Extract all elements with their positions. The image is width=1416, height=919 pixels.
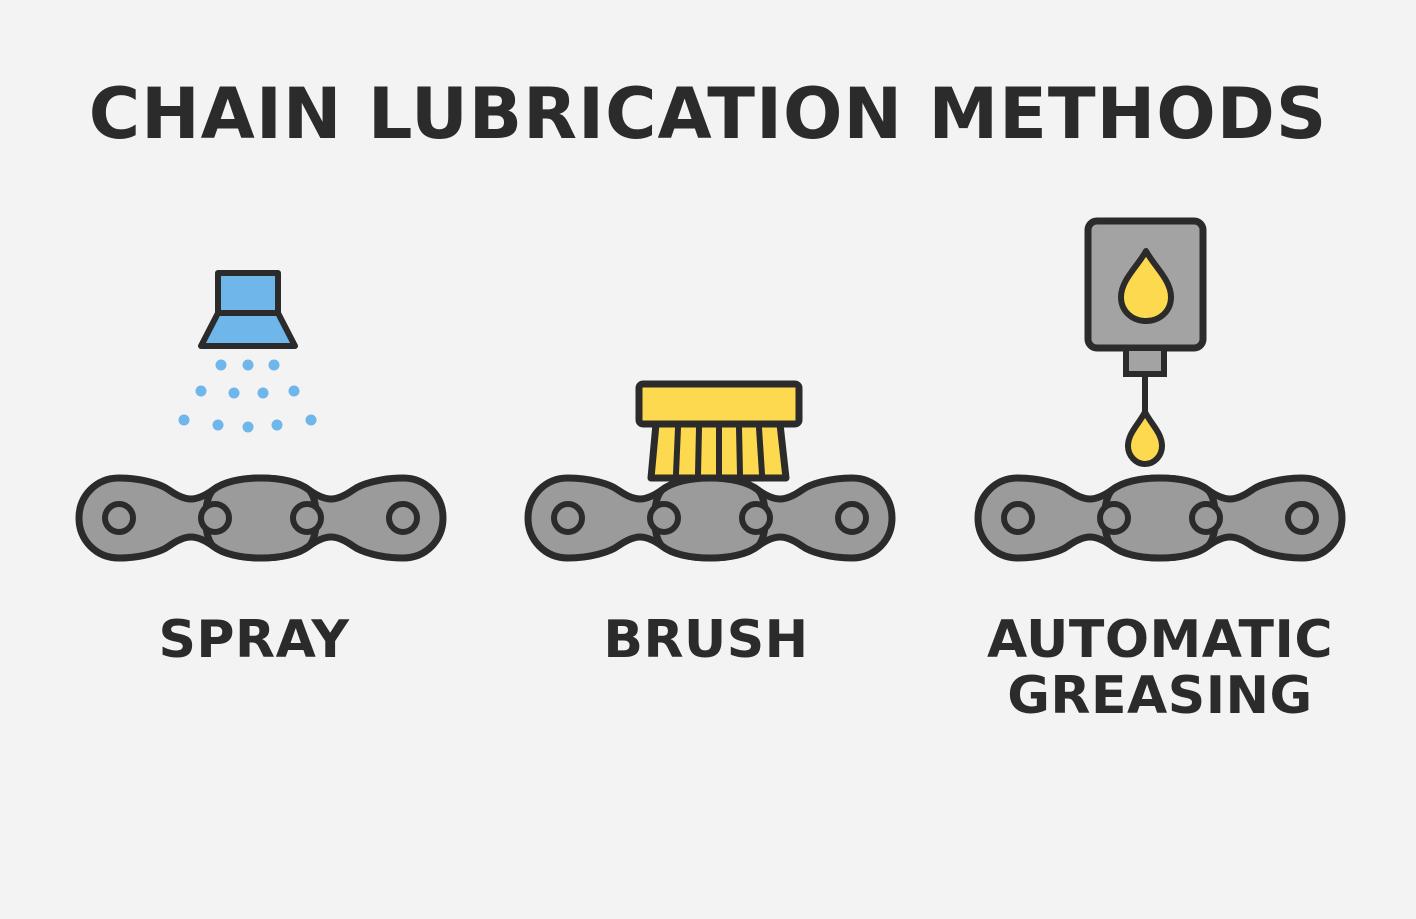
label-automatic-greasing: AUTOMATIC GREASING [960,612,1360,724]
label-line: GREASING [1007,666,1313,726]
grease-dispenser-icon [1084,217,1207,467]
chain-brush [528,478,892,558]
spray-nozzle-icon [198,270,298,349]
page-title: CHAIN LUBRICATION METHODS [88,73,1328,155]
brush-icon [635,380,803,482]
label-line: SPRAY [158,610,350,670]
spray-droplets [178,359,317,433]
chain-automatic [978,478,1342,558]
label-line: AUTOMATIC [987,610,1333,670]
label-spray: SPRAY [104,612,404,668]
label-brush: BRUSH [556,612,856,668]
label-line: BRUSH [603,610,809,670]
chain-spray [79,478,443,558]
